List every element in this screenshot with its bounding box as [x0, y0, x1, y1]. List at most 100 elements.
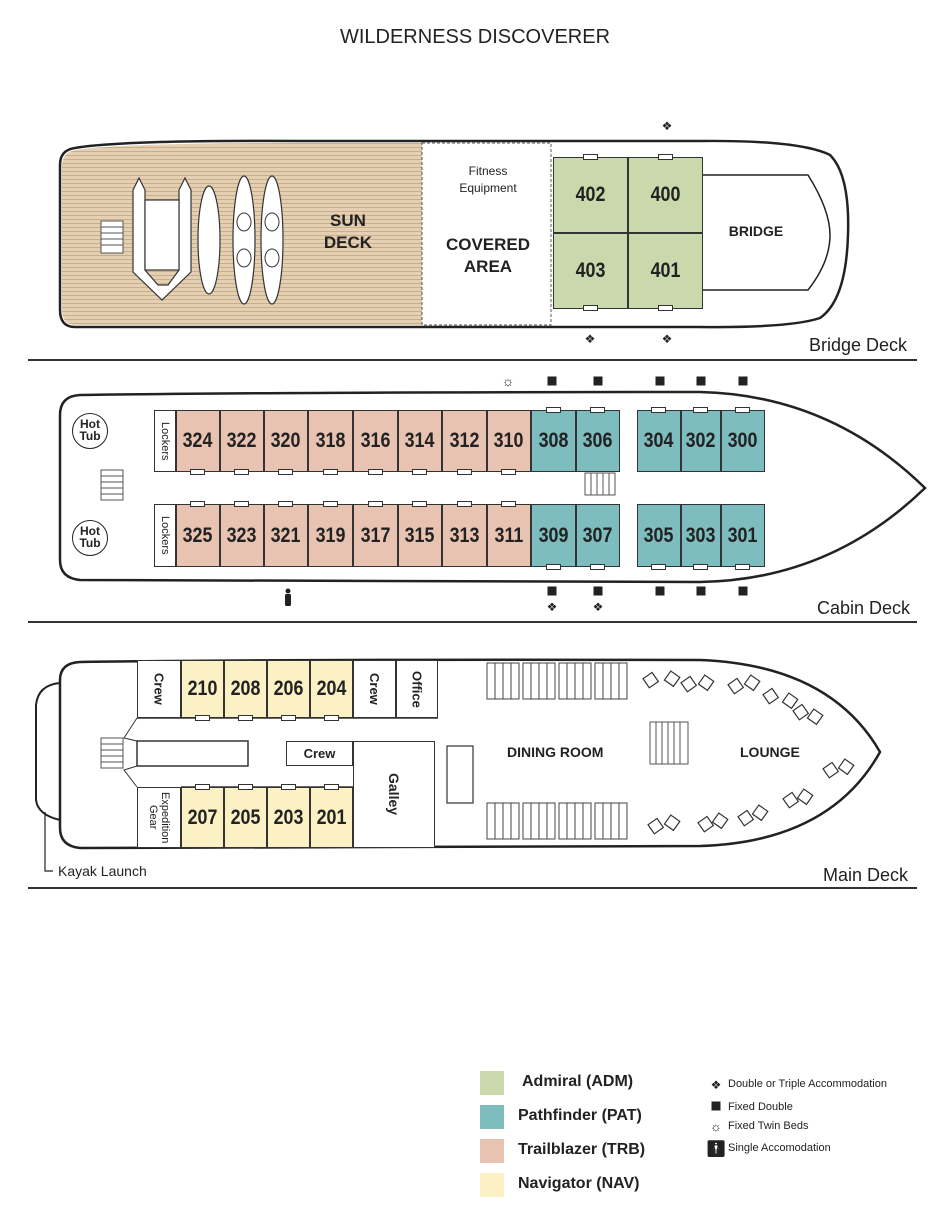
cabin-number: 316: [360, 429, 391, 452]
dining-tables: [486, 662, 628, 840]
lounge-chair: [697, 815, 715, 833]
cabin-number: 307: [583, 523, 613, 547]
fixed-double-icon: [696, 586, 706, 596]
dining-room-label: DINING ROOM: [507, 744, 604, 760]
cabin[interactable]: 305: [637, 504, 681, 567]
cabin[interactable]: 302: [681, 410, 721, 472]
kayak-icon: [232, 175, 256, 305]
door-icon: [412, 501, 427, 507]
cabin[interactable]: 201: [310, 787, 353, 848]
cabin[interactable]: 300: [721, 410, 765, 472]
fixed-double-icon: [655, 376, 665, 386]
lounge-chair: [837, 758, 855, 776]
cabin-number: 310: [494, 429, 524, 452]
cabin[interactable]: 318: [308, 410, 353, 472]
cabin-number: 204: [316, 677, 347, 700]
cabin[interactable]: 210: [181, 660, 224, 718]
deck-divider: [28, 359, 917, 361]
cabin-number: 201: [316, 805, 347, 829]
door-icon: [651, 564, 666, 570]
door-icon: [582, 154, 598, 160]
cabin[interactable]: 321: [264, 504, 308, 567]
buffet-counter: [446, 745, 474, 804]
cabin-number: 402: [575, 183, 606, 206]
door-icon: [323, 715, 339, 721]
cabin[interactable]: 206: [267, 660, 310, 718]
door-icon: [590, 564, 605, 570]
cabin[interactable]: 322: [220, 410, 264, 472]
stairs-icon: [100, 220, 124, 254]
cabin[interactable]: 208: [224, 660, 267, 718]
cabin-number: 205: [230, 805, 261, 829]
cabin[interactable]: 402: [553, 157, 628, 233]
cabin-number: 300: [728, 429, 758, 452]
single-person-icon: [284, 588, 292, 608]
cabin-number: 322: [227, 429, 257, 452]
cabin[interactable]: 403: [553, 233, 628, 309]
cabin[interactable]: 320: [264, 410, 308, 472]
door-icon: [190, 469, 205, 475]
twin-beds-icon: ☼: [710, 1119, 722, 1134]
deck-divider: [28, 887, 917, 889]
cabin[interactable]: 301: [721, 504, 765, 567]
door-icon: [412, 469, 427, 475]
cabin[interactable]: 309: [531, 504, 576, 567]
double-triple-icon: ❖: [584, 332, 596, 346]
cabin[interactable]: 400: [628, 157, 703, 233]
cabin[interactable]: 323: [220, 504, 264, 567]
cabin[interactable]: 308: [531, 410, 576, 472]
lounge-chair: [697, 674, 715, 692]
legend-trailblazer: Trailblazer (TRB): [518, 1141, 646, 1158]
cabin[interactable]: 325: [176, 504, 220, 567]
door-icon: [651, 407, 666, 413]
cabin-number: 324: [183, 429, 213, 452]
hot-tub: Hot Tub: [72, 413, 108, 449]
cabin[interactable]: 316: [353, 410, 398, 472]
cabin-number: 302: [686, 429, 716, 452]
legend-single: Single Accomodation: [728, 1142, 831, 1154]
cabin[interactable]: 204: [310, 660, 353, 718]
cabin[interactable]: 312: [442, 410, 487, 472]
door-icon: [322, 469, 338, 475]
crew-room: Crew: [137, 660, 181, 718]
cabin[interactable]: 319: [308, 504, 353, 567]
lounge-chairs: [642, 670, 855, 835]
cabin-number: 208: [230, 677, 261, 700]
cabin[interactable]: 203: [267, 787, 310, 848]
lounge-chair: [642, 671, 660, 689]
single-person-icon: 🚹︎: [705, 1141, 727, 1158]
cabin[interactable]: 315: [398, 504, 442, 567]
cabin[interactable]: 311: [487, 504, 531, 567]
door-icon: [234, 501, 249, 507]
cabin[interactable]: 310: [487, 410, 531, 472]
galley-room: Galley: [353, 741, 435, 848]
cabin[interactable]: 401: [628, 233, 703, 309]
cabin[interactable]: 303: [681, 504, 721, 567]
lounge-chair: [711, 812, 729, 830]
fixed-double-icon: [593, 586, 603, 596]
cabin[interactable]: 307: [576, 504, 620, 567]
cabin[interactable]: 324: [176, 410, 220, 472]
lounge-chair: [796, 788, 814, 806]
cabin-number: 314: [405, 429, 435, 452]
cabin[interactable]: 205: [224, 787, 267, 848]
cabin[interactable]: 317: [353, 504, 398, 567]
cabin[interactable]: 313: [442, 504, 487, 567]
cabin-number: 306: [583, 429, 613, 452]
cabin-number: 313: [449, 523, 480, 547]
cabin[interactable]: 207: [181, 787, 224, 848]
lounge-chair: [792, 703, 810, 721]
lounge-chair: [727, 677, 745, 695]
cabin-number: 401: [650, 259, 681, 282]
cabin[interactable]: 304: [637, 410, 681, 472]
door-icon: [190, 501, 205, 507]
cabin[interactable]: 306: [576, 410, 620, 472]
lounge-chair: [737, 809, 755, 827]
door-icon: [693, 407, 708, 413]
double-triple-icon: ❖: [661, 119, 673, 133]
cabin[interactable]: 314: [398, 410, 442, 472]
door-icon: [582, 305, 598, 311]
kayak-launch-label: Kayak Launch: [58, 863, 147, 879]
double-triple-icon: ❖: [661, 332, 673, 346]
fixed-double-icon: [655, 586, 665, 596]
